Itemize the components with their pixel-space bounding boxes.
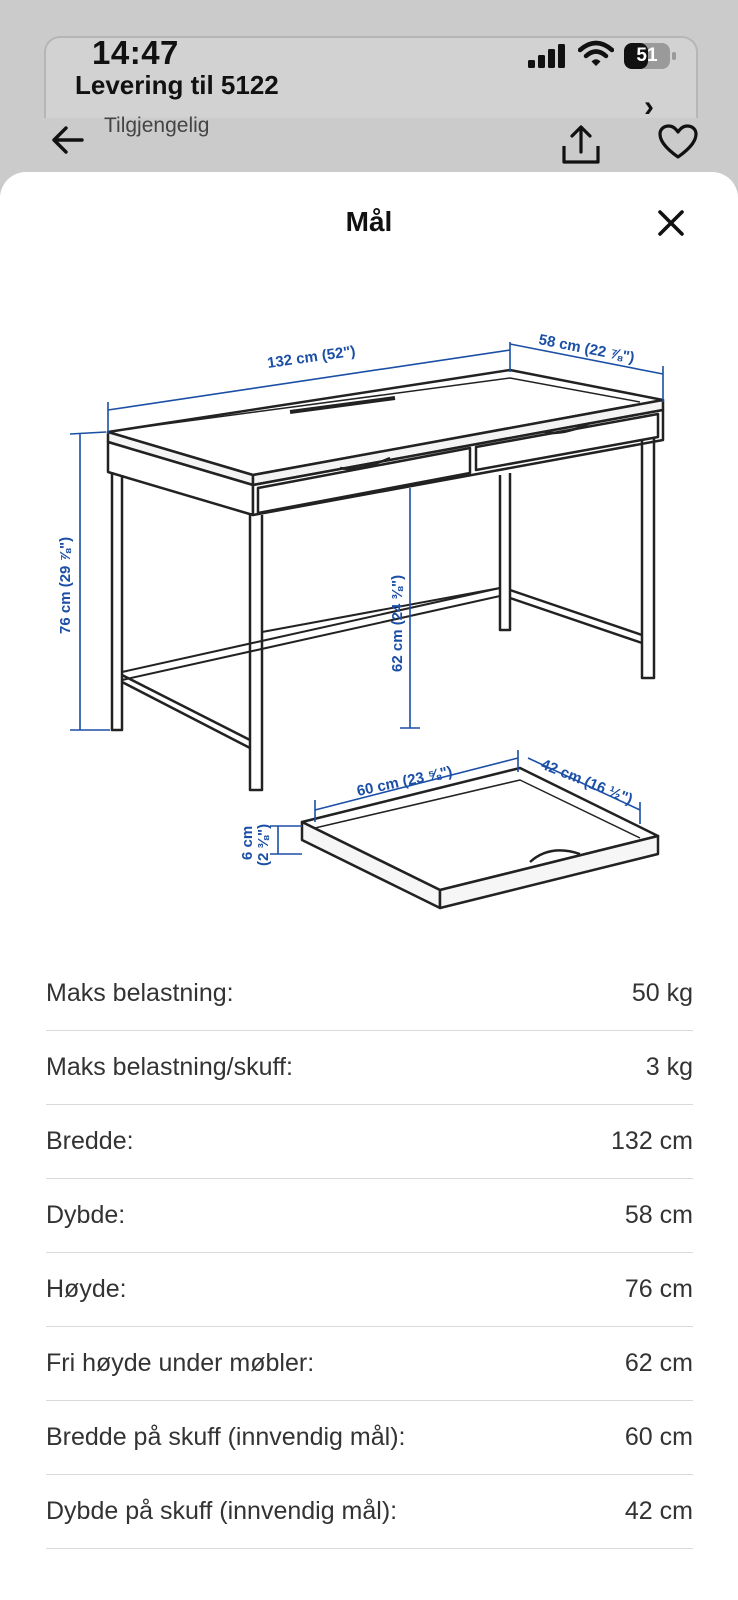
label-width: 132 cm (52"): [266, 343, 356, 372]
spec-row: Maks belastning/skuff: 3 kg: [46, 1031, 693, 1105]
delivery-card[interactable]: [44, 36, 698, 118]
label-depth: 58 cm (22 ⅞"): [537, 331, 636, 366]
heart-icon[interactable]: [658, 124, 698, 160]
spec-value: 42 cm: [624, 1497, 693, 1525]
spec-value: 60 cm: [624, 1423, 693, 1451]
back-arrow-icon[interactable]: [50, 122, 86, 158]
battery-icon: 51: [624, 43, 676, 69]
spec-label: Fri høyde under møbler:: [46, 1349, 315, 1377]
spec-label: Maks belastning:: [46, 979, 234, 1007]
sheet-title: Mål: [345, 206, 393, 237]
wifi-icon: [578, 40, 614, 66]
chevron-right-icon[interactable]: ›: [644, 90, 654, 123]
desk-dimension-diagram: 132 cm (52") 58 cm (22 ⅞") 76 cm (29 ⅞")…: [57, 331, 665, 910]
spec-row: Fri høyde under møbler: 62 cm: [46, 1327, 693, 1401]
signal-icon: [528, 44, 565, 68]
availability-label: Tilgjengelig: [104, 114, 210, 137]
spec-row: Bredde: 132 cm: [46, 1105, 693, 1179]
spec-value: 3 kg: [645, 1053, 693, 1081]
spec-label: Høyde:: [46, 1275, 127, 1303]
spec-label: Dybde på skuff (innvendig mål):: [46, 1497, 398, 1525]
spec-value: 76 cm: [624, 1275, 693, 1303]
spec-row: Høyde: 76 cm: [46, 1253, 693, 1327]
spec-label: Bredde på skuff (innvendig mål):: [46, 1423, 406, 1451]
delivery-label: Levering til 5122: [75, 70, 279, 100]
close-icon[interactable]: [656, 208, 686, 238]
spec-row: Dybde på skuff (innvendig mål): 42 cm: [46, 1475, 693, 1549]
spec-value: 62 cm: [624, 1349, 693, 1377]
spec-value: 58 cm: [624, 1201, 693, 1229]
dimensions-sheet: Mål: [0, 172, 738, 1600]
spec-row: Maks belastning: 50 kg: [46, 957, 693, 1031]
spec-label: Dybde:: [46, 1201, 126, 1229]
spec-row: Bredde på skuff (innvendig mål): 60 cm: [46, 1401, 693, 1475]
label-drawer-height-in: (2 ⅜"): [255, 824, 272, 866]
spec-value: 50 kg: [631, 979, 693, 1007]
spec-label: Bredde:: [46, 1127, 134, 1155]
label-height: 76 cm (29 ⅞"): [57, 537, 74, 634]
spec-list: Maks belastning: 50 kg Maks belastning/sk…: [46, 957, 693, 1549]
spec-label: Maks belastning/skuff:: [46, 1053, 293, 1081]
label-clearance: 62 cm (24 ⅜"): [389, 575, 406, 672]
battery-level: 51: [636, 45, 658, 66]
status-time: 14:47: [92, 34, 179, 71]
share-icon[interactable]: [560, 124, 602, 166]
spec-value: 132 cm: [611, 1127, 693, 1155]
spec-row: Dybde: 58 cm: [46, 1179, 693, 1253]
label-drawer-height-cm: 6 cm: [239, 826, 256, 860]
